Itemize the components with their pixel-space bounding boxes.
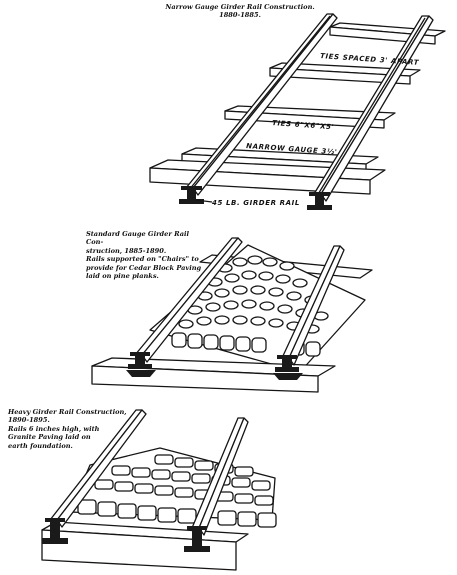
girder-rail-right [307, 15, 434, 210]
caption-standard-gauge: Standard Gauge Girder Rail Con- structio… [86, 230, 206, 280]
girder-rail-right [273, 245, 345, 380]
narrow-gauge-track: TIES SPACED 3' APART TIES 6"X6"X5' NARRO… [149, 13, 446, 210]
caption-line: struction, 1885-1890. [86, 246, 167, 255]
caption-line: Standard Gauge Girder Rail Con- [86, 230, 190, 247]
caption-line: Granite Paving laid on [8, 433, 91, 442]
tie [269, 62, 421, 85]
tie [41, 521, 249, 571]
girder-rail-left [42, 409, 147, 544]
caption-line: 1890-1895. [8, 416, 50, 425]
rail-label-leader [195, 199, 213, 203]
heavy-girder-track [41, 409, 277, 571]
girder-rail-right [184, 417, 249, 552]
caption-line: Rails 6 inches high, with [8, 424, 100, 433]
caption-narrow-gauge: Narrow Gauge Girder Rail Construction. 1… [165, 3, 315, 20]
rail-chair [126, 370, 156, 377]
caption-line: earth foundation. [8, 441, 73, 450]
caption-line: laid on pine planks. [86, 272, 159, 281]
standard-gauge-track [91, 237, 373, 393]
rail-chair [273, 373, 303, 380]
caption-line: provide for Cedar Block Paving [86, 263, 202, 272]
caption-line: 1880-1885. [219, 11, 261, 20]
tie [224, 105, 396, 129]
caption-line: Rails supported on "Chairs" to [86, 255, 199, 264]
caption-line: Heavy Girder Rail Construction, [8, 408, 127, 416]
girder-rail-left [179, 13, 338, 204]
girder-rail-left [126, 237, 243, 377]
caption-line: Narrow Gauge Girder Rail Construction. [165, 3, 315, 11]
caption-heavy-girder: Heavy Girder Rail Construction, 1890-189… [8, 408, 128, 450]
label-rail: 45 LB. GIRDER RAIL [212, 199, 300, 207]
